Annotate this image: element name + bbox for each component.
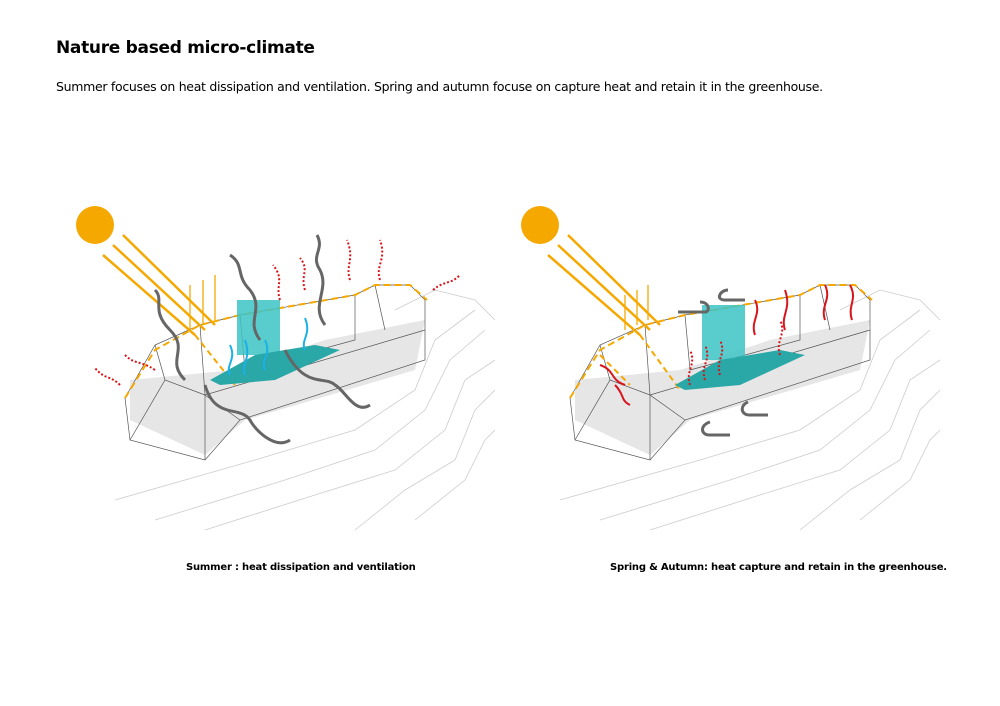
sun-rays xyxy=(102,234,216,336)
summer-diagram xyxy=(76,206,495,531)
sun-icon xyxy=(76,206,114,244)
sun-icon xyxy=(521,206,559,244)
spring-autumn-diagram xyxy=(521,206,940,531)
heat-arrows xyxy=(91,235,464,386)
page-subtitle: Summer focuses on heat dissipation and v… xyxy=(56,79,823,94)
wind-arrows xyxy=(149,228,371,444)
spring-autumn-caption: Spring & Autumn: heat capture and retain… xyxy=(610,562,947,573)
summer-caption: Summer : heat dissipation and ventilatio… xyxy=(186,562,416,573)
water-wall xyxy=(237,300,280,355)
page-title: Nature based micro-climate xyxy=(56,38,315,58)
water-pool xyxy=(210,345,340,385)
